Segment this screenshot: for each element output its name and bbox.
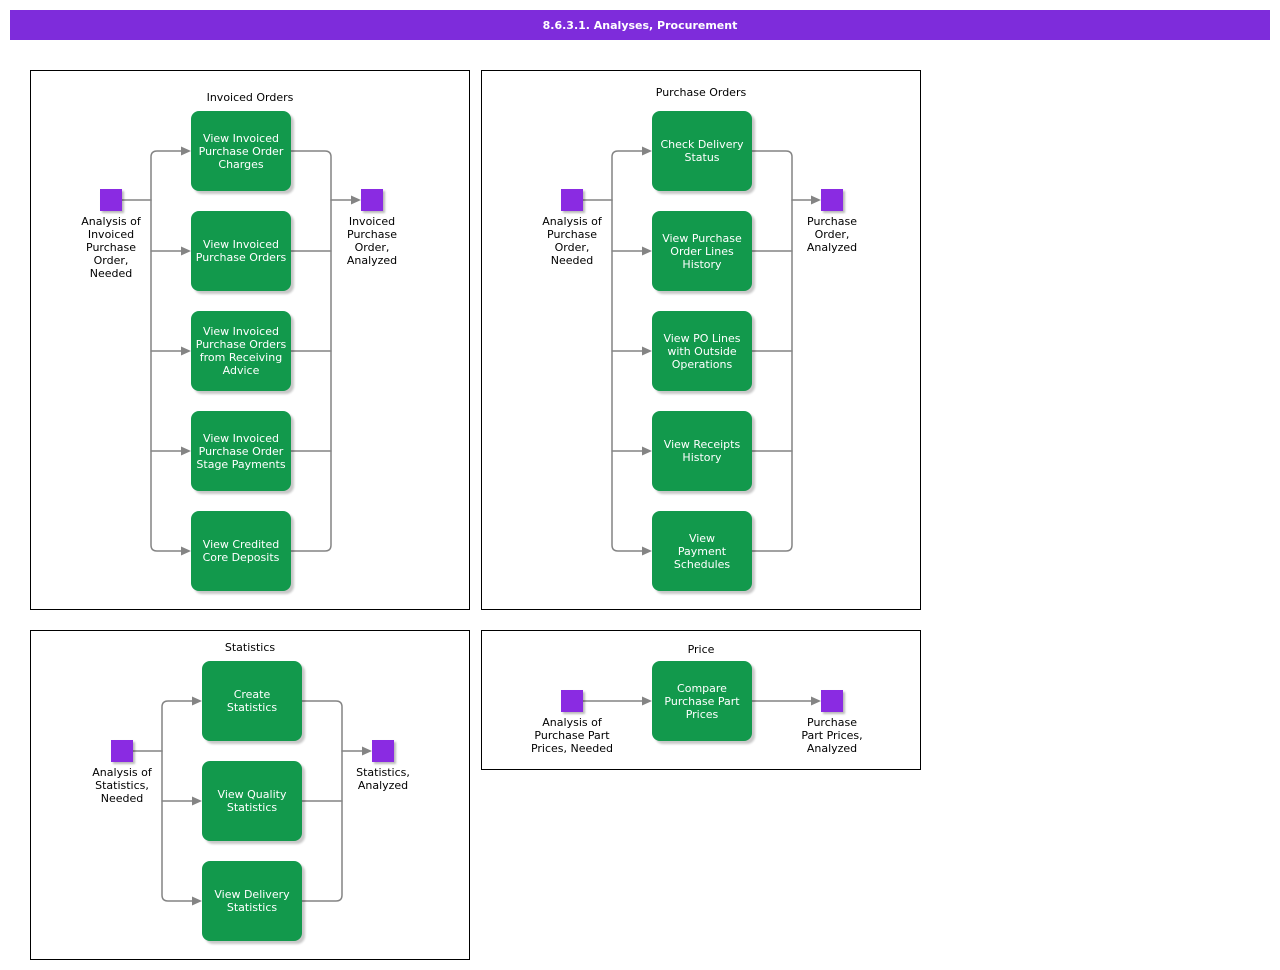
panel-statistics: Statistics Analysis of Statistics, Neede… <box>30 630 470 960</box>
start-event-marker[interactable] <box>561 189 583 211</box>
panel-purchase-orders: Purchase Orders Analysis of Purchase Ord… <box>481 70 921 610</box>
start-event-marker[interactable] <box>111 740 133 762</box>
end-event-label: Purchase Part Prices, Analyzed <box>801 716 863 755</box>
panel-invoiced-orders: Invoiced Orders Analysis of Invoiced Pur… <box>30 70 470 610</box>
task-box[interactable]: Check Delivery Status <box>652 111 752 191</box>
start-event-label: Analysis of Purchase Part Prices, Needed <box>530 716 614 755</box>
task-box[interactable]: View Delivery Statistics <box>202 861 302 941</box>
task-box[interactable]: Create Statistics <box>202 661 302 741</box>
diagram-title: 8.6.3.1. Analyses, Procurement <box>542 18 738 32</box>
connector-lines <box>121 146 361 556</box>
start-event-marker[interactable] <box>561 690 583 712</box>
end-event-label: Statistics, Analyzed <box>356 766 410 792</box>
start-event-label: Analysis of Invoiced Purchase Order, Nee… <box>81 215 141 280</box>
end-event-marker[interactable] <box>372 740 394 762</box>
panel-title: Price <box>687 643 715 656</box>
task-box[interactable]: View Purchase Order Lines History <box>652 211 752 291</box>
end-event-label: Purchase Order, Analyzed <box>806 215 858 254</box>
task-box[interactable]: View Receipts History <box>652 411 752 491</box>
task-box[interactable]: View PO Lines with Outside Operations <box>652 311 752 391</box>
end-event-marker[interactable] <box>361 189 383 211</box>
connector-lines <box>132 696 372 906</box>
task-box[interactable]: View Quality Statistics <box>202 761 302 841</box>
panel-title: Invoiced Orders <box>206 91 294 104</box>
start-event-label: Analysis of Purchase Order, Needed <box>542 215 602 267</box>
task-box[interactable]: View Invoiced Purchase Order Charges <box>191 111 291 191</box>
task-box[interactable]: View Payment Schedules <box>652 511 752 591</box>
task-box[interactable]: View Invoiced Purchase Order Stage Payme… <box>191 411 291 491</box>
start-event-label: Analysis of Statistics, Needed <box>92 766 152 805</box>
end-event-marker[interactable] <box>821 690 843 712</box>
panel-title: Purchase Orders <box>655 86 747 99</box>
connector-lines <box>582 146 821 556</box>
panel-price: Price Analysis of Purchase Part Prices, … <box>481 630 921 770</box>
end-event-label: Invoiced Purchase Order, Analyzed <box>346 215 398 267</box>
start-event-marker[interactable] <box>100 189 122 211</box>
connector-lines <box>582 696 821 706</box>
panel-title: Statistics <box>224 641 276 654</box>
task-box[interactable]: Compare Purchase Part Prices <box>652 661 752 741</box>
task-box[interactable]: View Invoiced Purchase Orders <box>191 211 291 291</box>
diagram-title-bar: 8.6.3.1. Analyses, Procurement <box>10 10 1270 40</box>
task-box[interactable]: View Invoiced Purchase Orders from Recei… <box>191 311 291 391</box>
end-event-marker[interactable] <box>821 189 843 211</box>
task-box[interactable]: View Credited Core Deposits <box>191 511 291 591</box>
